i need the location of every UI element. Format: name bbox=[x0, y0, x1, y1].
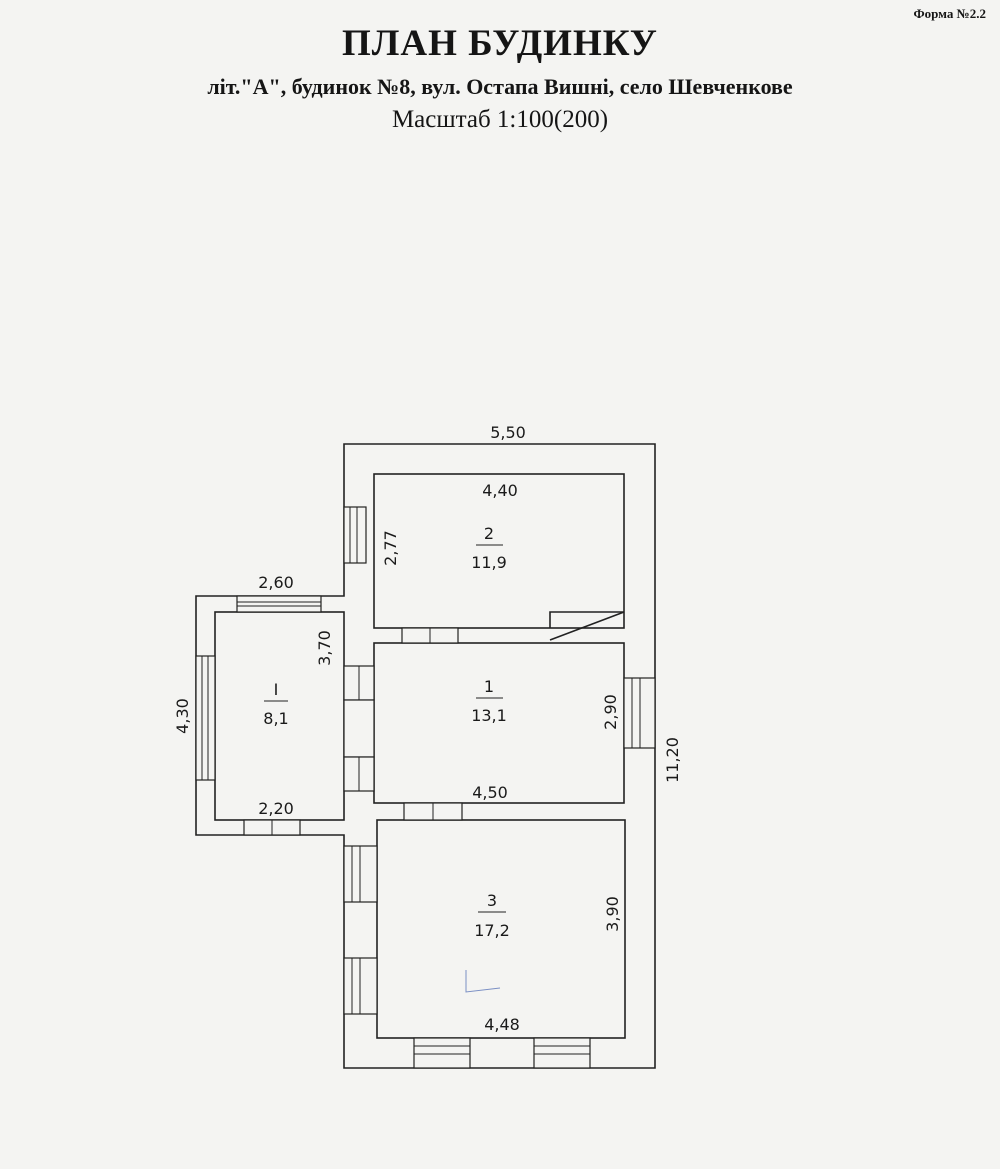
window bbox=[343, 665, 375, 701]
dimension-annex-length: 4,30 bbox=[173, 698, 192, 734]
window bbox=[343, 957, 378, 1015]
pencil-mark bbox=[465, 970, 501, 993]
room-label-2: 2 11,9 bbox=[471, 524, 507, 572]
dimension-room3-width: 4,48 bbox=[484, 1015, 520, 1034]
room-label-i: I 8,1 bbox=[263, 680, 288, 728]
window bbox=[623, 677, 656, 749]
door bbox=[401, 627, 459, 644]
stove-symbol bbox=[549, 611, 625, 641]
window bbox=[343, 756, 375, 792]
dimension-annex-inner-width: 2,20 bbox=[258, 799, 294, 818]
window bbox=[195, 655, 216, 781]
room-number: I bbox=[274, 680, 279, 699]
dimension-room2-length: 2,77 bbox=[381, 530, 400, 566]
scale-label: Масштаб 1:100(200) bbox=[391, 106, 609, 133]
room-label-1: 1 13,1 bbox=[471, 677, 507, 725]
room-2-inner-wall bbox=[373, 473, 625, 629]
room-label-3: 3 17,2 bbox=[474, 891, 510, 940]
dimension-room1-length: 2,90 bbox=[601, 694, 620, 730]
dimension-room1-width: 4,50 bbox=[472, 783, 508, 802]
room-number: 1 bbox=[484, 677, 494, 696]
room-area: 8,1 bbox=[263, 709, 288, 728]
openings bbox=[195, 506, 656, 1069]
page-title: ПЛАН БУДИНКУ bbox=[342, 23, 658, 64]
window bbox=[243, 819, 301, 836]
door bbox=[403, 802, 463, 821]
window bbox=[343, 506, 367, 564]
dimension-annex-width: 2,60 bbox=[258, 573, 294, 592]
room-number: 2 bbox=[484, 524, 494, 543]
form-number: Форма №2.2 bbox=[913, 6, 986, 21]
window bbox=[236, 595, 322, 613]
dimension-building-width: 5,50 bbox=[490, 423, 526, 442]
dimension-annex-inner-length: 3,70 bbox=[315, 630, 334, 666]
window bbox=[343, 845, 378, 903]
room-3-inner-wall bbox=[376, 819, 626, 1039]
room-area: 11,9 bbox=[471, 553, 507, 572]
room-area: 17,2 bbox=[474, 921, 510, 940]
walls bbox=[195, 443, 656, 1069]
dimension-room2-width: 4,40 bbox=[482, 481, 518, 500]
window bbox=[533, 1037, 591, 1069]
address-line: літ."А", будинок №8, вул. Остапа Вишні, … bbox=[207, 74, 793, 99]
building-outer-wall bbox=[195, 443, 656, 1069]
door bbox=[343, 699, 375, 758]
dimension-building-length: 11,20 bbox=[663, 737, 682, 783]
window bbox=[413, 1037, 471, 1069]
dimension-room3-length: 3,90 bbox=[603, 896, 622, 932]
room-number: 3 bbox=[487, 891, 497, 910]
room-area: 13,1 bbox=[471, 706, 507, 725]
